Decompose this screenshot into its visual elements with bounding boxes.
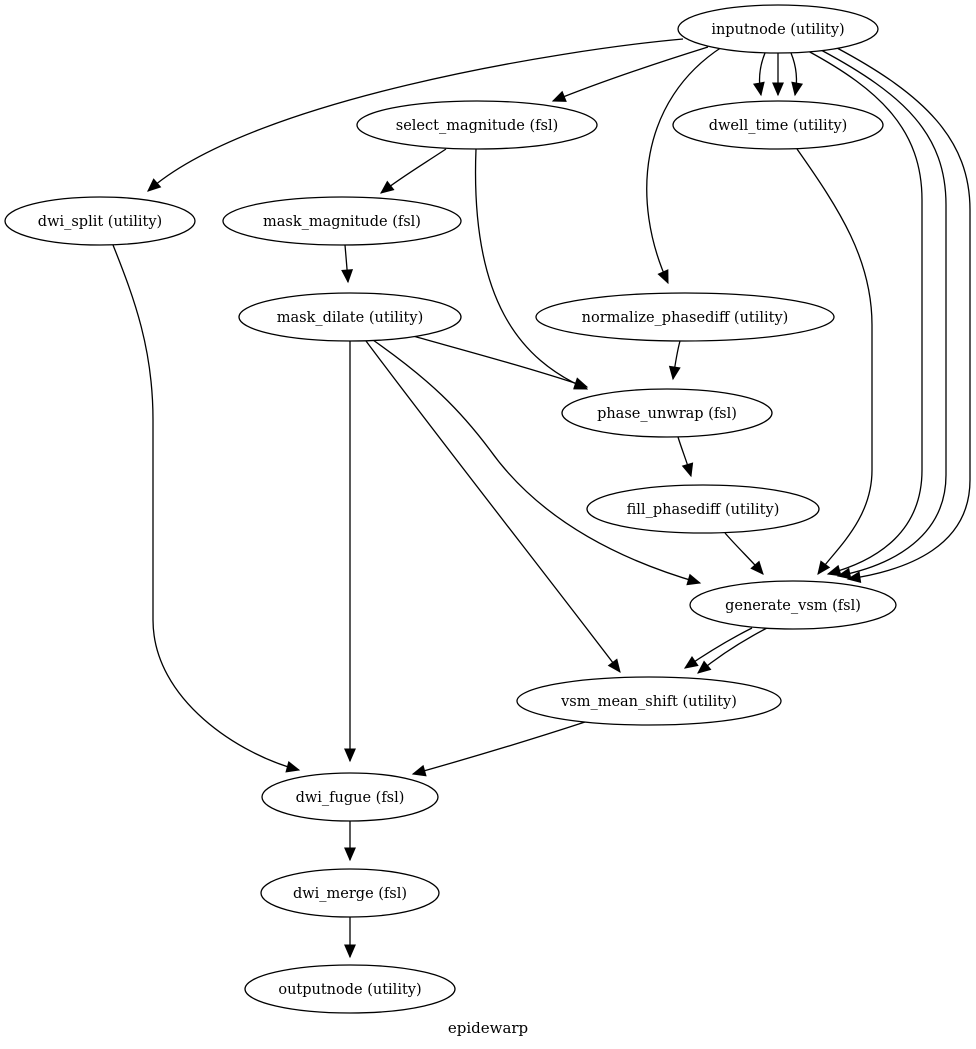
node-ellipse (222, 196, 462, 246)
edge-arrowhead (341, 269, 354, 284)
edge-select_magnitude-to-phase_unwrap (474, 148, 588, 390)
node-label: vsm_mean_shift (utility) (560, 694, 737, 710)
node-mask_magnitude[interactable]: mask_magnitude (fsl) (222, 196, 462, 246)
node-ellipse (260, 868, 440, 918)
edge-inputnode-to-generate_vsm (836, 47, 971, 580)
edge-arrowhead (791, 81, 804, 97)
edge-vsm_mean_shift-to-dwi_fugue (412, 721, 586, 775)
edge-arrowhead (817, 560, 831, 576)
edge-dwell_time-to-generate_vsm (796, 148, 873, 575)
edge-arrowhead (657, 269, 669, 285)
node-outputnode[interactable]: outputnode (utility) (244, 964, 456, 1014)
edge-arrowhead (836, 567, 852, 580)
edge-inputnode-to-generate_vsm (807, 50, 923, 575)
edge-arrowhead (380, 180, 395, 194)
edge-arrowhead (846, 571, 862, 584)
edge-arrowhead (683, 656, 699, 669)
node-select_magnitude[interactable]: select_magnitude (fsl) (356, 100, 598, 150)
node-label: inputnode (utility) (711, 22, 844, 38)
node-dwi_split[interactable]: dwi_split (utility) (4, 196, 196, 246)
edge-dwi_split-to-dwi_fugue (112, 244, 300, 771)
node-ellipse (261, 772, 439, 822)
node-ellipse (561, 388, 773, 438)
edge-arrowhead (411, 764, 427, 777)
node-label: fill_phasediff (utility) (627, 502, 780, 518)
edge-layer (112, 38, 971, 959)
edge-arrowhead (344, 847, 356, 862)
node-label: phase_unwrap (fsl) (597, 406, 737, 422)
node-label: mask_dilate (utility) (277, 310, 424, 326)
node-ellipse (516, 676, 782, 726)
edge-arrowhead (752, 81, 765, 97)
edge-arrowhead (772, 82, 784, 97)
node-label: dwi_fugue (fsl) (296, 790, 405, 806)
node-label: dwi_merge (fsl) (293, 886, 407, 902)
node-label: select_magnitude (fsl) (396, 118, 559, 134)
node-vsm_mean_shift[interactable]: vsm_mean_shift (utility) (516, 676, 782, 726)
edge-arrowhead (697, 660, 712, 674)
node-label: dwell_time (utility) (709, 118, 848, 134)
node-ellipse (356, 100, 598, 150)
node-label: normalize_phasediff (utility) (582, 310, 789, 326)
node-label: outputnode (utility) (278, 982, 421, 998)
node-inputnode[interactable]: inputnode (utility) (677, 4, 879, 54)
edge-arrowhead (826, 564, 842, 577)
node-ellipse (535, 292, 835, 342)
node-ellipse (244, 964, 456, 1014)
node-label: generate_vsm (fsl) (725, 598, 861, 614)
node-ellipse (586, 484, 820, 534)
edge-arrowhead (344, 748, 356, 763)
node-ellipse (238, 292, 462, 342)
edge-arrowhead (344, 944, 356, 959)
edge-mask_dilate-to-phase_unwrap (412, 335, 588, 388)
node-normalize_phasediff[interactable]: normalize_phasediff (utility) (535, 292, 835, 342)
edge-arrowhead (681, 462, 694, 478)
edge-inputnode-to-normalize_phasediff (646, 46, 723, 284)
node-dwell_time[interactable]: dwell_time (utility) (672, 100, 884, 150)
node-label: mask_magnitude (fsl) (263, 214, 421, 230)
node-dwi_fugue[interactable]: dwi_fugue (fsl) (261, 772, 439, 822)
node-layer: inputnode (utility) select_magnitude (fsl… (4, 4, 897, 1014)
edge-inputnode-to-dwi_split (147, 38, 684, 192)
edge-arrowhead (607, 658, 621, 674)
node-label: dwi_split (utility) (38, 214, 162, 230)
edge-arrowhead (750, 560, 764, 575)
edge-mask_dilate-to-vsm_mean_shift (365, 340, 621, 673)
edge-arrowhead (285, 761, 301, 773)
graph-title: epidewarp (448, 1019, 528, 1037)
edge-inputnode-to-select_magnitude (552, 46, 709, 102)
edge-arrowhead (147, 178, 162, 192)
node-ellipse (4, 196, 196, 246)
edge-arrowhead (551, 90, 567, 102)
node-phase_unwrap[interactable]: phase_unwrap (fsl) (561, 388, 773, 438)
edge-arrowhead (668, 365, 681, 381)
node-generate_vsm[interactable]: generate_vsm (fsl) (689, 580, 897, 630)
node-ellipse (677, 4, 879, 54)
node-fill_phasediff[interactable]: fill_phasediff (utility) (586, 484, 820, 534)
node-ellipse (689, 580, 897, 630)
edge-inputnode-to-generate_vsm (820, 49, 947, 577)
node-dwi_merge[interactable]: dwi_merge (fsl) (260, 868, 440, 918)
node-ellipse (672, 100, 884, 150)
edge-arrowhead (573, 377, 589, 389)
edge-arrowhead (686, 573, 702, 586)
node-mask_dilate[interactable]: mask_dilate (utility) (238, 292, 462, 342)
edge-mask_dilate-to-generate_vsm (372, 339, 701, 584)
